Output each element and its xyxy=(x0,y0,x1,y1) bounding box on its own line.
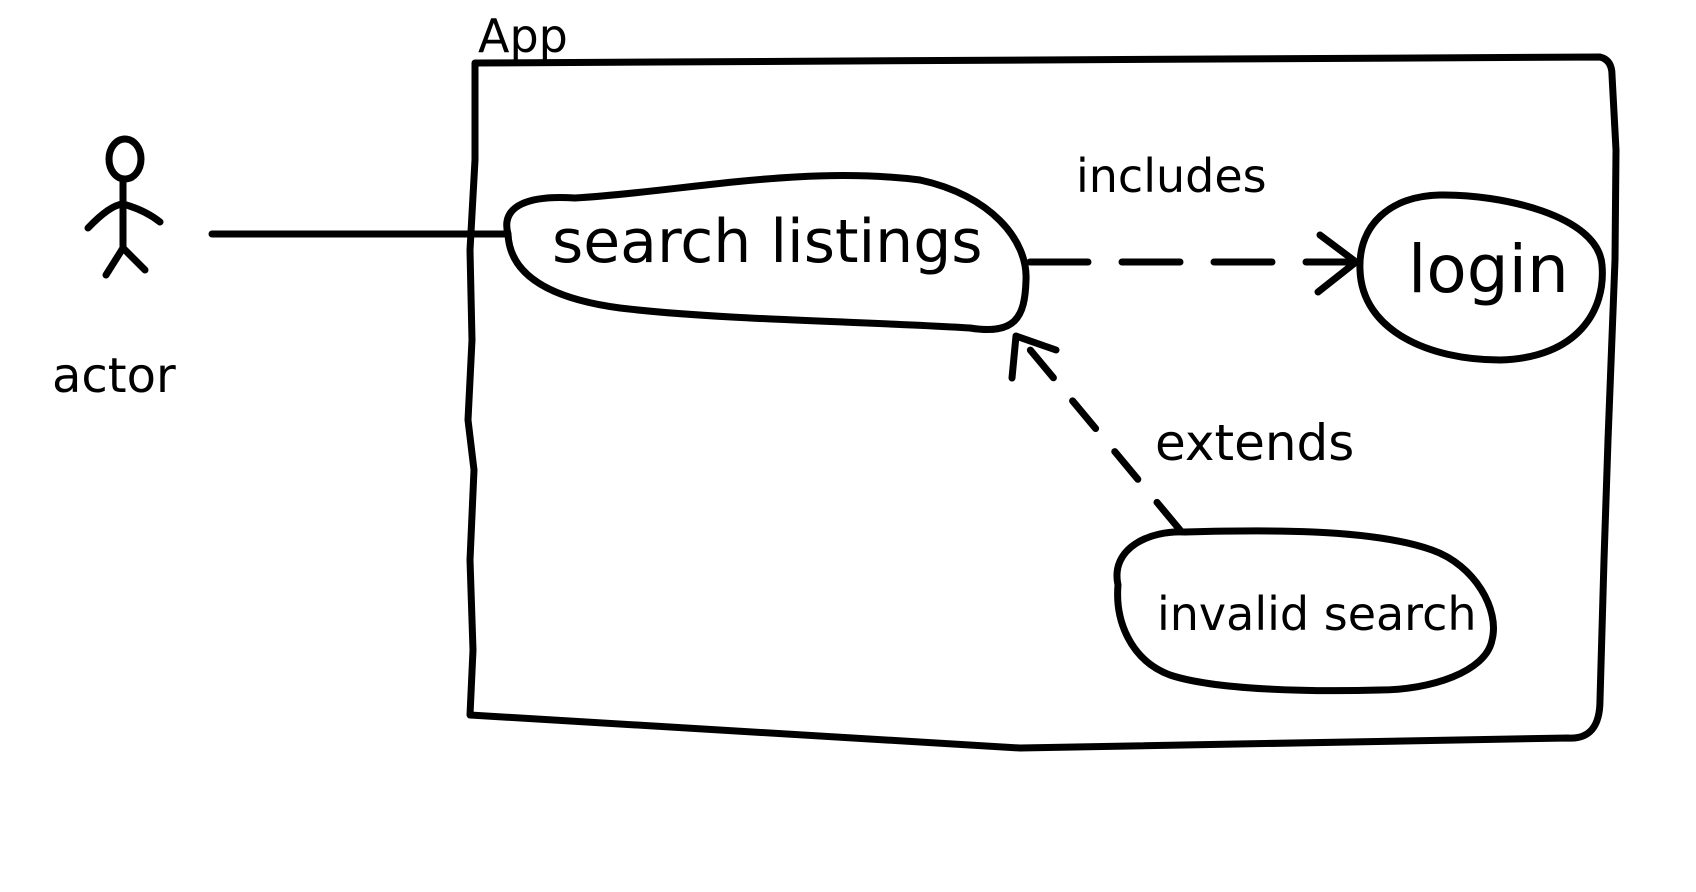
extends-arrowhead xyxy=(1008,332,1060,382)
use-case-invalid-search-label: invalid search xyxy=(1157,587,1477,641)
system-boundary-box xyxy=(464,53,1620,752)
extends-arrow-line xyxy=(1018,336,1184,534)
use-case-invalid-search-ellipse xyxy=(1113,527,1497,695)
actor-label: actor xyxy=(52,348,176,404)
system-boundary-label: App xyxy=(478,9,568,63)
actor-stick-figure xyxy=(84,135,164,279)
use-case-login-ellipse xyxy=(1356,191,1606,364)
use-case-search-listings-ellipse xyxy=(503,172,1030,333)
extends-label: extends xyxy=(1155,414,1354,472)
use-case-login-label: login xyxy=(1408,231,1569,308)
includes-arrowhead xyxy=(1314,231,1360,296)
includes-label: includes xyxy=(1076,149,1267,203)
use-case-search-listings-label: search listings xyxy=(552,207,983,277)
